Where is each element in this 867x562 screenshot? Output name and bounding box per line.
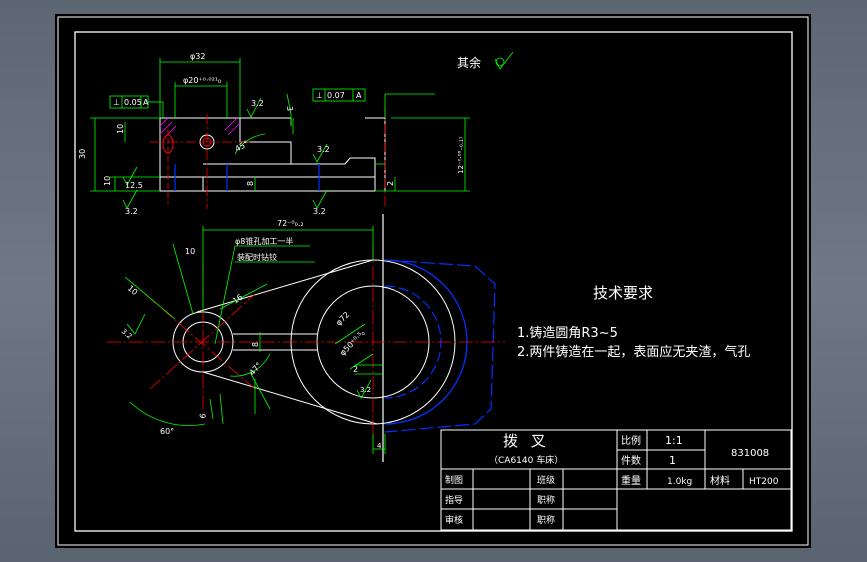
dim-d3: 3	[285, 106, 294, 111]
roughness-rest-label: 其余	[457, 55, 481, 70]
cad-viewport[interactable]: φ32 φ20⁺⁰·⁰²¹₀ 30 10 10 3 8 2 12⁻⁰·⁰⁶₋₀.…	[55, 14, 811, 548]
title-block-text: 拨 叉 （CA6140 车床） 比例 1:1 件数 1 831008 重量 1.…	[445, 432, 779, 526]
class-label: 班级	[537, 474, 555, 486]
guide-label: 指导	[445, 494, 463, 506]
inner-frame	[74, 31, 793, 532]
dim-r50: φ50⁺⁰·⁵₀	[338, 329, 367, 358]
dim-d30: 30	[78, 149, 87, 159]
dim-d2b: 2	[353, 365, 358, 374]
dim-d60: 60°	[160, 427, 174, 436]
roughness-3-2c: 3.2	[313, 207, 326, 216]
section-labels: φ32 φ20⁺⁰·⁰²¹₀ 30 10 10 3 8 2 12⁻⁰·⁰⁶₋₀.…	[78, 52, 465, 216]
roughness-3-2a: 3.2	[251, 99, 264, 108]
dim-d12: 12⁻⁰·⁰⁶₋₀.₁₇	[457, 136, 465, 174]
outer-frame	[57, 16, 809, 546]
dim-d2: 2	[386, 181, 395, 186]
dim-d8b: 8	[251, 342, 260, 347]
review-label: 审核	[445, 514, 463, 526]
title-block	[440, 429, 792, 531]
weight-label: 重量	[621, 474, 641, 487]
tech-requirements: 技术要求 1.铸造圆角R3~5 2.两件铸造在一起，表面应无夹渣，气孔	[517, 284, 750, 360]
tech-title: 技术要求	[593, 284, 653, 302]
dim-r72: φ72	[334, 310, 351, 327]
draw-label: 制图	[445, 474, 463, 486]
dim-d10d: 10	[126, 284, 140, 297]
tol1-symbol: ⊥	[113, 98, 120, 107]
section-dimensions	[90, 51, 514, 209]
section-view	[150, 106, 386, 209]
dim-d6: 6	[198, 413, 208, 420]
dim-d47: 47°	[248, 361, 264, 378]
dim-d45: 45°	[234, 139, 251, 154]
weight-value: 1.0kg	[667, 477, 692, 487]
dim-d20: φ20⁺⁰·⁰²¹₀	[183, 76, 221, 85]
roughness-3-2b: 3.2	[317, 145, 330, 154]
roughness-12-5: 12.5	[125, 181, 143, 190]
tol1-ref: A	[143, 98, 149, 107]
drawing-number: 831008	[731, 448, 769, 459]
material-value: HT200	[749, 477, 779, 487]
scale-value: 1:1	[665, 434, 683, 447]
count-label: 件数	[621, 454, 641, 467]
post-label-2: 职称	[537, 514, 555, 526]
machine-name: （CA6140 车床）	[489, 454, 563, 466]
tol2-value: 0.07	[327, 91, 345, 100]
count-value: 1	[669, 454, 676, 467]
hole-note-1: φ8锥孔加工一半	[235, 236, 293, 246]
front-dimensions	[124, 226, 386, 454]
tol1-value: 0.05	[124, 98, 142, 107]
dim-d72: 72⁻⁰₀.₂	[277, 219, 304, 228]
dim-d8: 8	[246, 181, 255, 186]
tol2-symbol: ⊥	[316, 91, 323, 100]
dim-d10c: 10	[185, 247, 195, 256]
part-name: 拨 叉	[503, 432, 550, 450]
material-label: 材料	[710, 474, 730, 487]
roughness-3-2e: 3.2	[360, 386, 371, 394]
tech-req-1: 1.铸造圆角R3~5	[517, 325, 618, 341]
drawing-sheet: φ32 φ20⁺⁰·⁰²¹₀ 30 10 10 3 8 2 12⁻⁰·⁰⁶₋₀.…	[57, 16, 809, 546]
hole-note-2: 装配时钻铰	[237, 252, 277, 262]
roughness-3-2d: 3.2	[125, 207, 138, 216]
tol2-ref: A	[356, 91, 362, 100]
dim-d4: 4	[377, 442, 382, 450]
front-view	[107, 214, 505, 462]
tech-req-2: 2.两件铸造在一起，表面应无夹渣，气孔	[517, 344, 750, 360]
scale-label: 比例	[621, 434, 641, 447]
dim-d32: φ32	[190, 52, 205, 61]
post-label-1: 职称	[537, 494, 555, 506]
dim-d16: 16	[231, 292, 245, 305]
dim-d10: 10	[116, 124, 125, 134]
dim-d10b: 10	[103, 176, 112, 186]
